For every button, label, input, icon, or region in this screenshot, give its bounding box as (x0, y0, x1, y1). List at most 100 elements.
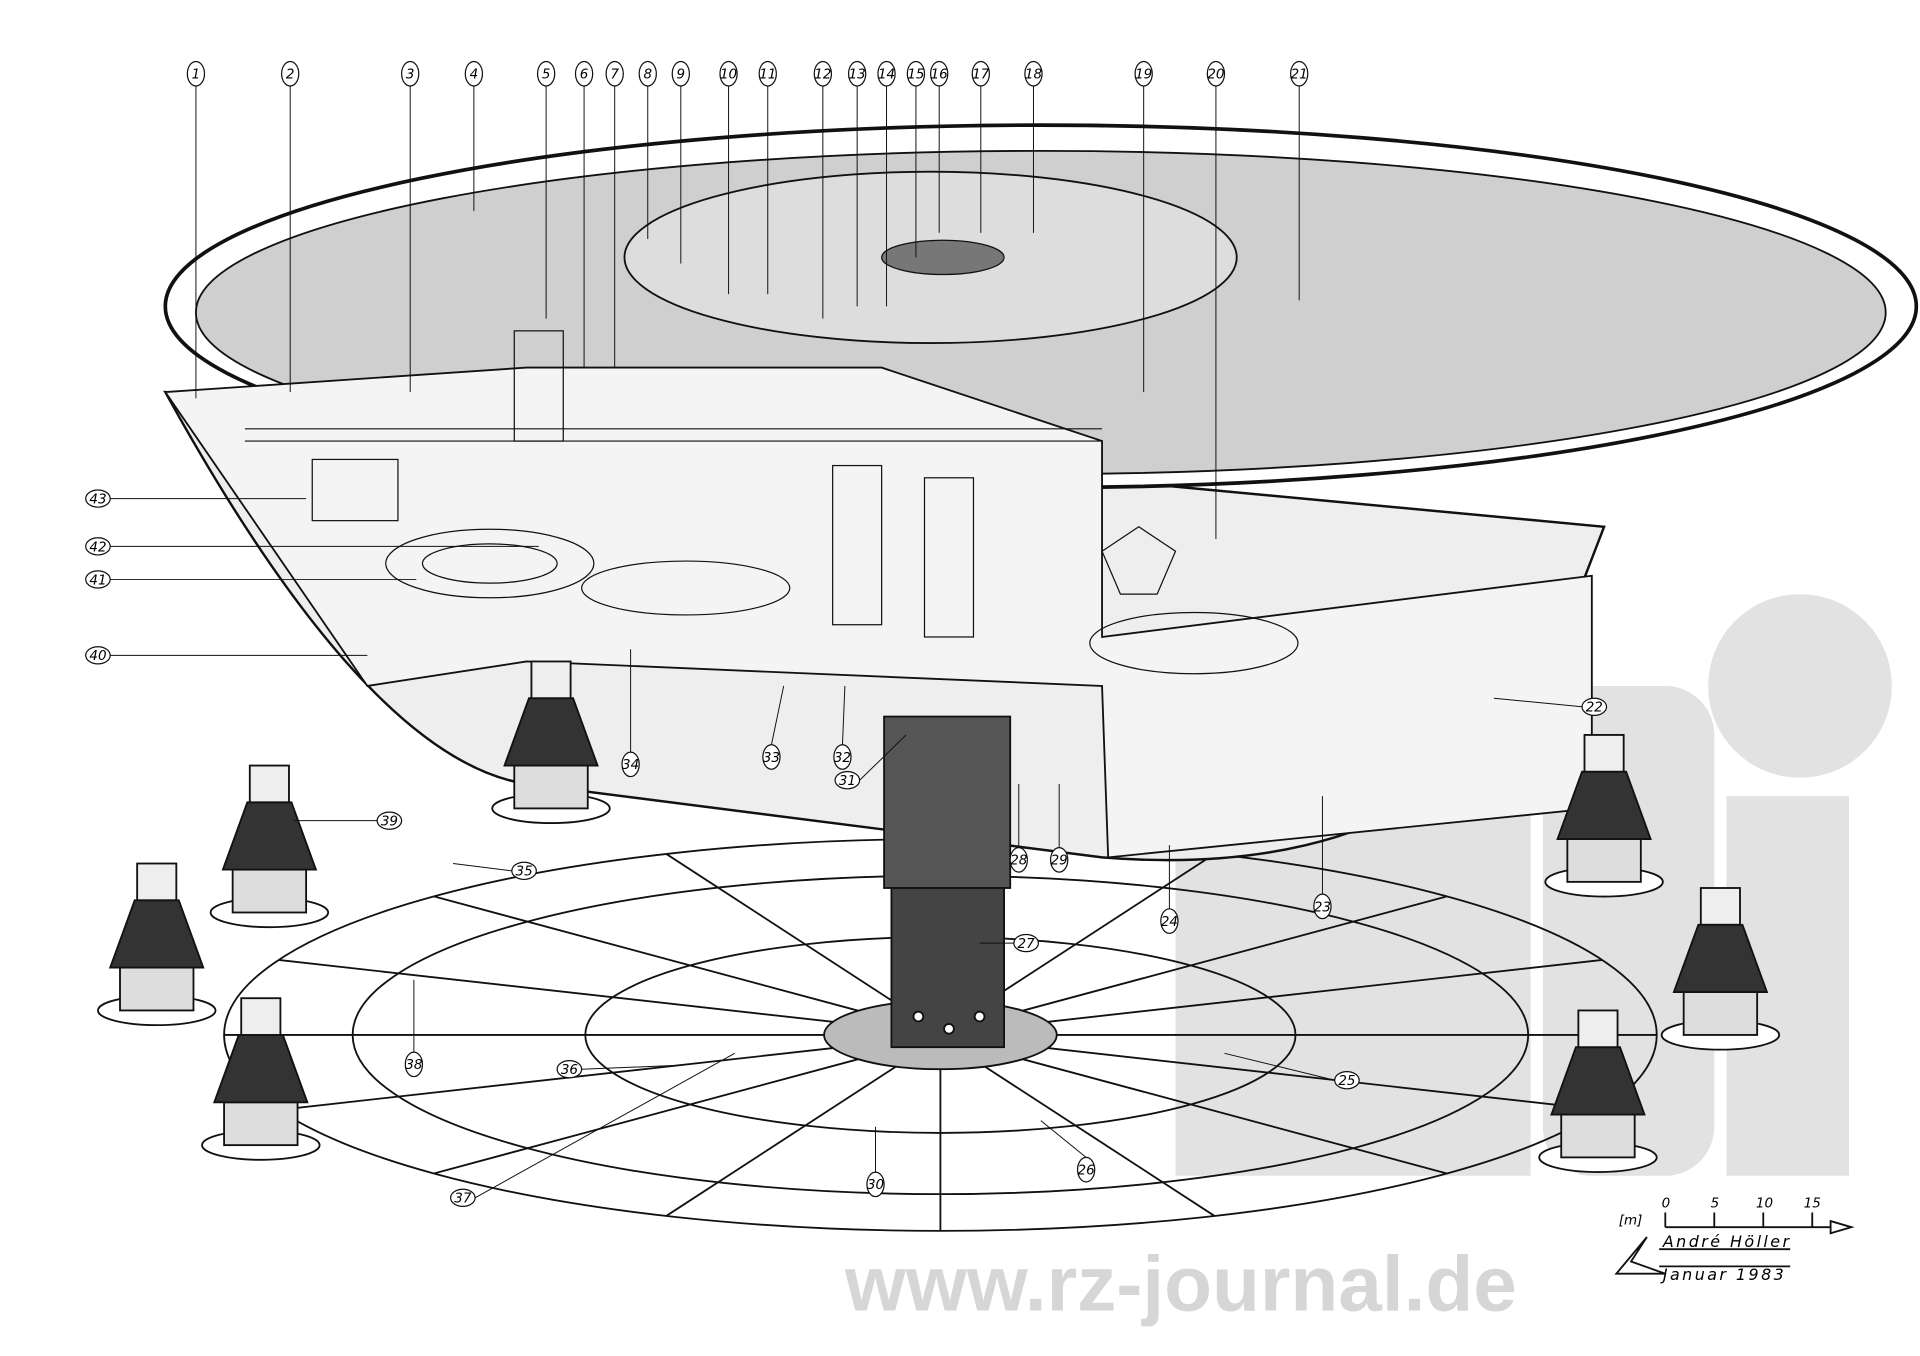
callout-number: 35 (516, 865, 533, 880)
callout-8: 8 (638, 60, 657, 240)
callout-29: 29 (1050, 783, 1069, 873)
callout-number: 1 (192, 68, 201, 83)
callout-number: 3 (406, 68, 415, 83)
callout-26: 26 (1040, 1120, 1096, 1183)
engine-pod (1544, 734, 1664, 898)
engine-pod (209, 764, 330, 929)
callout-number: 15 (907, 68, 924, 83)
callout-number: 14 (878, 68, 895, 83)
callout-leader (1040, 1120, 1087, 1158)
callout-circle (833, 744, 852, 770)
radial-line (433, 895, 859, 1012)
callout-number: 42 (89, 540, 106, 555)
radial-line (1022, 1058, 1448, 1175)
callout-circle (813, 60, 833, 87)
callout-number: 11 (759, 68, 776, 83)
callout-circle (834, 771, 861, 790)
callout-circle (638, 60, 657, 87)
callout-number: 5 (542, 68, 551, 83)
watermark-text: www.rz-journal.de (844, 1239, 1517, 1327)
callout-circle (847, 60, 867, 87)
callout-circle (605, 60, 624, 87)
callout-number: 26 (1078, 1164, 1095, 1179)
callout-number: 18 (1025, 68, 1042, 83)
callout-28: 28 (1009, 783, 1028, 873)
callout-33: 33 (762, 685, 785, 770)
callout-1: 1 (186, 60, 206, 399)
callout-9: 9 (671, 60, 690, 264)
radial-line (984, 1065, 1216, 1217)
callout-circle (877, 60, 896, 87)
callout-43: 43 (85, 489, 307, 508)
callout-number: 27 (1018, 937, 1036, 952)
callout-circle (1134, 60, 1153, 87)
callout-circle (464, 60, 484, 87)
callout-41: 41 (85, 570, 417, 589)
callout-leader (841, 685, 846, 745)
callout-circle (1290, 60, 1309, 87)
callout-21: 21 (1290, 60, 1309, 301)
callout-leader (1224, 1052, 1335, 1081)
callout-24: 24 (1160, 845, 1179, 934)
callout-38: 38 (404, 979, 424, 1078)
landing-engines (97, 660, 1781, 1173)
callout-2: 2 (281, 60, 300, 393)
callout-number: 7 (610, 68, 619, 83)
callout-number: 37 (454, 1192, 472, 1207)
callout-number: 38 (405, 1058, 422, 1073)
callout-circle (671, 60, 690, 87)
callout-23: 23 (1313, 796, 1332, 920)
author-signature: André Höller (1662, 1232, 1792, 1251)
radial-line (1047, 959, 1603, 1023)
callout-number: 8 (643, 68, 652, 83)
callout-number: 32 (834, 751, 851, 766)
callout-circle (758, 60, 777, 87)
callout-20: 20 (1206, 60, 1226, 540)
callout-number: 22 (1586, 701, 1603, 716)
radial-line (433, 1058, 859, 1175)
callout-32: 32 (833, 685, 852, 770)
callout-18: 18 (1024, 60, 1043, 233)
callout-number: 25 (1338, 1074, 1355, 1089)
callout-number: 41 (89, 573, 106, 588)
callout-number: 24 (1161, 915, 1178, 930)
radial-line (278, 1047, 834, 1111)
callout-10: 10 (719, 60, 738, 295)
callout-42: 42 (85, 537, 539, 556)
callout-3: 3 (401, 60, 420, 393)
callout-19: 19 (1134, 60, 1153, 393)
callout-circle (1076, 1156, 1096, 1183)
callout-circle (376, 811, 403, 830)
callout-circle (1050, 846, 1069, 873)
callout-circle (85, 537, 111, 556)
scale-tick-0: 0 (1662, 1197, 1671, 1212)
callout-12: 12 (813, 60, 833, 319)
callout-circle (971, 60, 990, 87)
radial-line (1022, 895, 1448, 1012)
callout-circle (85, 646, 111, 665)
callout-4: 4 (464, 60, 484, 211)
callout-circle (1013, 933, 1039, 953)
radial-line (665, 853, 897, 1005)
callout-39: 39 (293, 811, 403, 830)
saucer-hull (163, 123, 1919, 862)
callout-circle (930, 60, 949, 87)
callout-16: 16 (930, 60, 949, 233)
callout-circle (574, 60, 594, 87)
callout-circle (621, 751, 640, 778)
callout-number: 2 (286, 68, 295, 83)
callout-14: 14 (877, 60, 896, 307)
callout-number: 36 (561, 1063, 578, 1078)
scale-tick-10: 10 (1756, 1197, 1773, 1212)
callout-15: 15 (906, 60, 926, 258)
callout-circle (1206, 60, 1226, 87)
callout-5: 5 (536, 60, 556, 319)
callout-36: 36 (556, 1060, 674, 1079)
callout-leader (474, 1052, 735, 1199)
engine-pod (491, 660, 611, 825)
callout-number: 16 (931, 68, 948, 83)
callout-circle (281, 60, 300, 87)
scale-tick-5: 5 (1711, 1197, 1720, 1212)
callout-leader (1493, 697, 1583, 708)
callout-circle (719, 60, 738, 87)
